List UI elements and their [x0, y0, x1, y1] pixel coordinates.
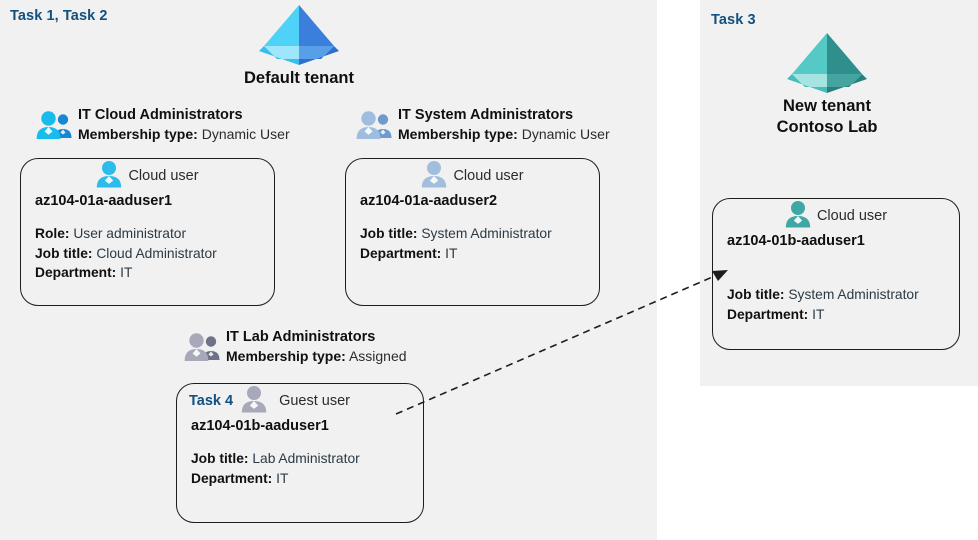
task-label-3: Task 3 — [711, 12, 756, 28]
attr-label: Department: — [727, 306, 809, 322]
user-card-az104-01a-aaduser2[interactable]: Cloud user az104-01a-aaduser2 Job title:… — [345, 158, 600, 306]
user-card-az104-01b-aaduser1-guest[interactable]: Task 4 Guest user az104-01b-aaduser1 Job… — [176, 383, 424, 523]
user-cloud-teal-icon — [785, 200, 811, 233]
card-header: Cloud user — [713, 199, 959, 233]
card-header: Cloud user — [21, 159, 274, 193]
user-type-label: Cloud user — [816, 208, 888, 224]
user-cloud-cyan-icon — [96, 160, 122, 193]
user-type-label: Guest user — [279, 393, 350, 409]
attr-value: User administrator — [73, 226, 187, 241]
user-attribute-role: Role: User administrator — [35, 224, 274, 244]
user-principal-name: az104-01a-aaduser1 — [35, 193, 173, 209]
group-users-steel-icon — [356, 110, 392, 145]
group-name: IT Cloud Administrators — [78, 107, 243, 123]
user-attribute-department: Department: IT — [191, 469, 423, 489]
user-attribute-job-title: Job title: Lab Administrator — [191, 449, 423, 469]
tenant-pyramid-blue-icon — [199, 2, 399, 68]
group-name: IT Lab Administrators — [226, 329, 376, 345]
group-membership-value: Dynamic User — [201, 126, 290, 142]
group-membership-label: Membership type: — [226, 348, 346, 364]
attr-value: IT — [812, 306, 825, 322]
group-membership: Membership type: Dynamic User — [398, 125, 610, 144]
attr-label: Role: — [35, 226, 70, 241]
user-card-az104-01a-aaduser1[interactable]: Cloud user az104-01a-aaduser1 Role: User… — [20, 158, 275, 306]
attr-label: Job title: — [360, 226, 418, 241]
user-guest-gray-icon — [241, 385, 267, 418]
card-header: Cloud user — [346, 159, 599, 193]
attr-value: System Administrator — [421, 226, 552, 241]
attr-label: Department: — [360, 245, 442, 261]
user-attribute-department: Department: IT — [35, 263, 274, 283]
attr-value: IT — [445, 245, 458, 261]
group-it-system-administrators: IT System Administrators Membership type… — [356, 106, 610, 144]
user-card-az104-01b-aaduser1-cloud[interactable]: Cloud user az104-01b-aaduser1 Job title:… — [712, 198, 960, 350]
attr-label: Job title: — [191, 451, 249, 466]
new-tenant-block: New tenant Contoso Lab — [727, 30, 927, 138]
default-tenant-name: Default tenant — [243, 69, 354, 87]
user-attribute-department: Department: IT — [727, 305, 959, 325]
group-users-cyan-icon — [36, 110, 72, 145]
attr-label: Department: — [35, 265, 117, 280]
group-users-gray-icon — [184, 332, 220, 367]
group-membership-value: Assigned — [348, 348, 407, 364]
new-tenant-name-line2: Contoso Lab — [776, 118, 878, 136]
group-membership-label: Membership type: — [78, 126, 198, 142]
attr-label: Department: — [191, 470, 273, 486]
default-tenant-block: Default tenant — [199, 2, 399, 89]
group-it-cloud-administrators: IT Cloud Administrators Membership type:… — [36, 106, 290, 144]
attr-label: Job title: — [727, 287, 785, 302]
user-type-label: Cloud user — [128, 168, 199, 184]
new-tenant-name-line1: New tenant — [782, 97, 871, 115]
group-it-lab-administrators: IT Lab Administrators Membership type: A… — [184, 328, 407, 366]
attr-value: System Administrator — [788, 287, 919, 302]
card-header: Task 4 Guest user — [177, 384, 423, 418]
task-label-1-2: Task 1, Task 2 — [10, 8, 108, 24]
user-type-label: Cloud user — [453, 168, 524, 184]
tenant-pyramid-teal-icon — [727, 30, 927, 96]
user-attributes: Role: User administrator Job title: Clou… — [21, 224, 274, 283]
user-principal-name: az104-01a-aaduser2 — [360, 193, 498, 209]
user-attributes: Job title: System Administrator Departme… — [346, 224, 599, 263]
user-attribute-job-title: Job title: Cloud Administrator — [35, 244, 274, 264]
user-attributes: Job title: System Administrator Departme… — [713, 285, 959, 324]
attr-value: Cloud Administrator — [96, 245, 217, 261]
user-attribute-department: Department: IT — [360, 244, 599, 264]
user-principal-name: az104-01b-aaduser1 — [191, 418, 329, 434]
group-membership-label: Membership type: — [398, 126, 518, 142]
attr-value: IT — [120, 265, 133, 280]
user-attribute-job-title: Job title: System Administrator — [360, 224, 599, 244]
attr-value: IT — [276, 470, 289, 486]
attr-label: Job title: — [35, 245, 93, 261]
task-label-4: Task 4 — [189, 393, 234, 409]
user-principal-name: az104-01b-aaduser1 — [727, 233, 865, 249]
user-cloud-steel-icon — [421, 160, 447, 193]
user-attributes: Job title: Lab Administrator Department:… — [177, 449, 423, 488]
group-name: IT System Administrators — [398, 107, 574, 123]
group-membership: Membership type: Dynamic User — [78, 125, 290, 144]
attr-value: Lab Administrator — [252, 451, 360, 466]
group-membership-value: Dynamic User — [521, 126, 610, 142]
group-membership: Membership type: Assigned — [226, 347, 407, 366]
user-attribute-job-title: Job title: System Administrator — [727, 285, 959, 305]
